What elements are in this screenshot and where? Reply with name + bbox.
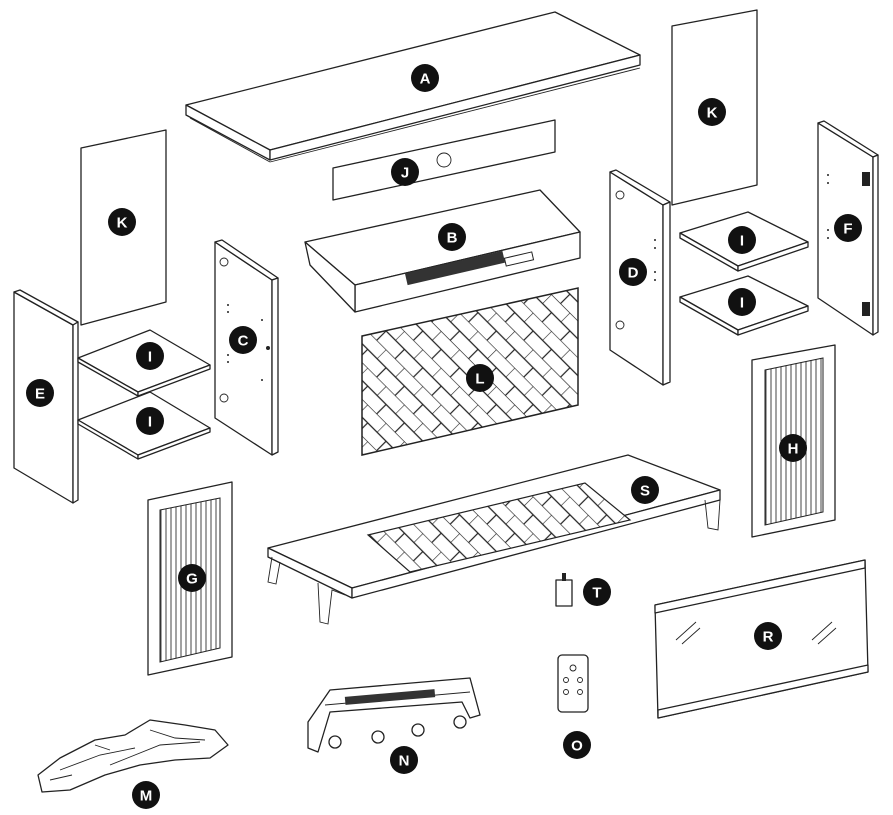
label-letter: B xyxy=(447,230,458,247)
part-label-n: N xyxy=(390,746,418,774)
part-label-m: M xyxy=(132,781,160,809)
label-circle xyxy=(466,364,494,392)
part-label-e: E xyxy=(26,379,54,407)
label-circle xyxy=(631,476,659,504)
part-label-j: J xyxy=(391,158,419,186)
label-letter: E xyxy=(35,386,45,403)
part-label-i3: I xyxy=(728,226,756,254)
label-circle xyxy=(583,578,611,606)
label-letter: L xyxy=(475,371,484,388)
label-letter: I xyxy=(148,414,152,431)
label-letter: O xyxy=(571,738,583,755)
part-label-t: T xyxy=(583,578,611,606)
part-label-r: R xyxy=(754,622,782,650)
label-circle xyxy=(563,731,591,759)
label-letter: F xyxy=(843,221,852,238)
part-label-c: C xyxy=(229,326,257,354)
label-letter: K xyxy=(117,215,128,232)
label-letter: H xyxy=(788,441,799,458)
part-label-k2: K xyxy=(698,98,726,126)
label-letter: T xyxy=(592,585,601,602)
label-letter: R xyxy=(763,629,774,646)
part-label-b: B xyxy=(438,223,466,251)
label-letter: I xyxy=(740,233,744,250)
label-circle xyxy=(390,746,418,774)
label-circle xyxy=(391,158,419,186)
part-label-l: L xyxy=(466,364,494,392)
label-circle xyxy=(132,781,160,809)
part-label-d: D xyxy=(619,258,647,286)
label-circle xyxy=(754,622,782,650)
part-label-i2: I xyxy=(136,407,164,435)
label-letter: S xyxy=(640,483,650,500)
part-labels: A B C D E F G H I I I I J K K L M N O R S T xyxy=(26,64,862,809)
label-circle xyxy=(728,288,756,316)
label-letter: I xyxy=(740,295,744,312)
label-circle xyxy=(728,226,756,254)
part-t-leg xyxy=(555,573,573,607)
label-circle xyxy=(178,564,206,592)
label-letter: A xyxy=(420,71,431,88)
part-label-i4: I xyxy=(728,288,756,316)
label-letter: M xyxy=(140,788,153,805)
part-label-g: G xyxy=(178,564,206,592)
label-letter: J xyxy=(401,165,409,182)
label-letter: G xyxy=(186,571,198,588)
label-letter: K xyxy=(707,105,718,122)
part-label-k1: K xyxy=(108,208,136,236)
label-circle xyxy=(698,98,726,126)
part-a-top-board xyxy=(185,11,641,163)
label-circle xyxy=(136,407,164,435)
part-label-f: F xyxy=(834,214,862,242)
label-circle xyxy=(229,326,257,354)
label-circle xyxy=(779,434,807,462)
label-circle xyxy=(26,379,54,407)
part-label-i1: I xyxy=(136,342,164,370)
part-j-front-panel xyxy=(332,119,556,201)
label-circle xyxy=(438,223,466,251)
part-label-a: A xyxy=(411,64,439,92)
label-circle xyxy=(834,214,862,242)
label-letter: D xyxy=(628,265,639,282)
part-o-remote-control xyxy=(557,654,589,713)
label-circle xyxy=(108,208,136,236)
part-label-o: O xyxy=(563,731,591,759)
part-label-h: H xyxy=(779,434,807,462)
part-label-s: S xyxy=(631,476,659,504)
label-circle xyxy=(619,258,647,286)
label-circle xyxy=(136,342,164,370)
part-m-log-set xyxy=(37,719,229,793)
label-letter: C xyxy=(238,333,249,350)
label-letter: N xyxy=(399,753,410,770)
label-circle xyxy=(411,64,439,92)
part-s-base xyxy=(267,454,721,625)
part-n-log-grate xyxy=(307,677,481,753)
label-letter: I xyxy=(148,349,152,366)
part-b-heater-unit xyxy=(304,189,581,313)
